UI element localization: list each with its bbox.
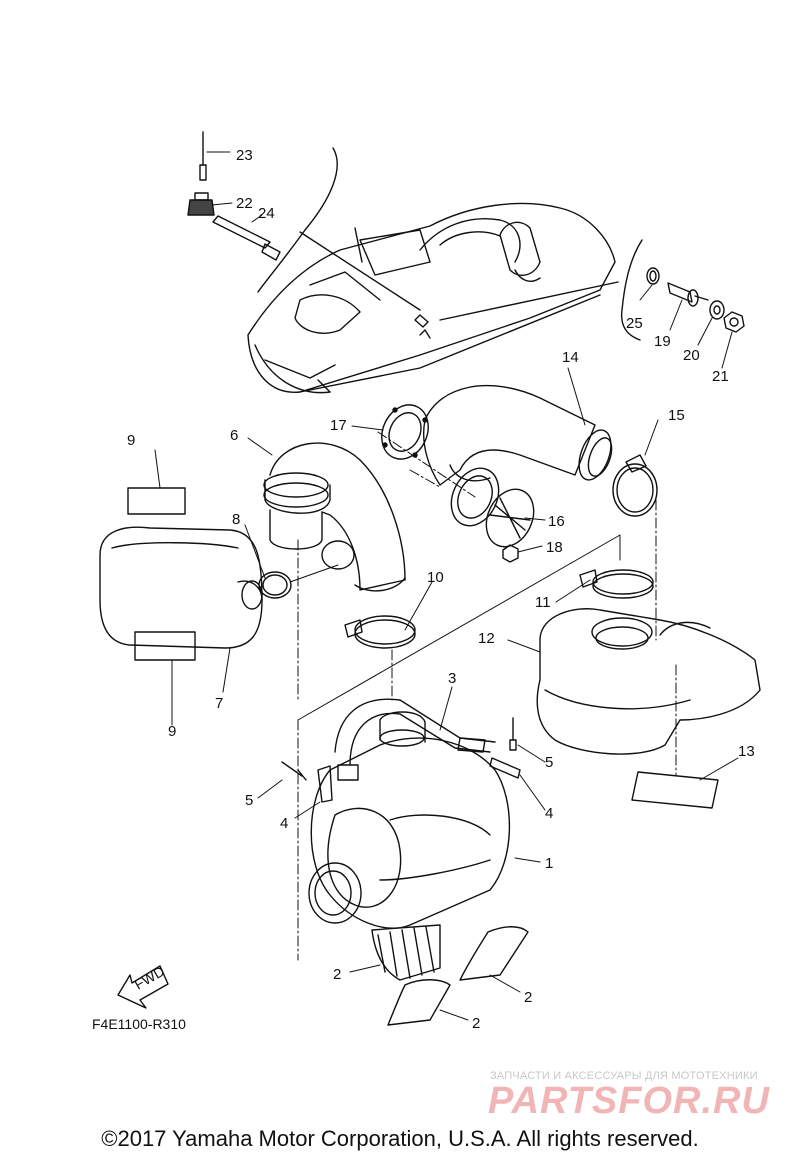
part-1-silencer xyxy=(308,711,511,929)
callout: 25 xyxy=(626,315,643,332)
part-4-bracket-left xyxy=(317,765,333,803)
callout: 14 xyxy=(562,349,579,366)
leader-line xyxy=(299,231,421,311)
part-15-clamp xyxy=(612,454,658,517)
part-21-nut xyxy=(723,311,745,333)
callout: 12 xyxy=(478,630,495,647)
part-3-strap xyxy=(334,698,496,781)
part-23-rivet xyxy=(199,131,207,181)
callout: 17 xyxy=(330,417,347,434)
callout: 21 xyxy=(712,368,729,385)
callout: 3 xyxy=(448,670,456,687)
part-5-rivet-left xyxy=(281,761,307,781)
callout: 5 xyxy=(245,792,253,809)
callout: 6 xyxy=(230,427,238,444)
leader-line xyxy=(439,281,619,321)
part-11-clamp xyxy=(579,569,654,599)
callout: 18 xyxy=(546,539,563,556)
watermark-tagline: ЗАПЧАСТИ И АКСЕССУАРЫ ДЛЯ МОТОТЕХНИКИ xyxy=(490,1070,758,1082)
part-7-resonator xyxy=(99,526,263,649)
part-4-bracket-right xyxy=(489,757,521,779)
callout: 16 xyxy=(548,513,565,530)
callout: 19 xyxy=(654,333,671,350)
part-19-nipple xyxy=(667,282,709,307)
part-2-pad-a-ribs xyxy=(377,926,435,979)
callout: 15 xyxy=(668,407,685,424)
part-9-pad-upper xyxy=(127,487,186,515)
part-10-clamp xyxy=(344,615,416,649)
callout: 2 xyxy=(472,1015,480,1032)
callout: 1 xyxy=(545,855,553,872)
assembly-guides xyxy=(297,431,677,961)
callout: 20 xyxy=(683,347,700,364)
callout: 9 xyxy=(168,723,176,740)
part-6-elbow-duct xyxy=(263,442,406,592)
copyright-notice: ©2017 Yamaha Motor Corporation, U.S.A. A… xyxy=(101,1126,699,1151)
callout: 2 xyxy=(333,966,341,983)
part-25-clamp xyxy=(646,267,660,285)
part-2-pad-b xyxy=(459,926,529,981)
watercraft-illustration xyxy=(247,202,616,394)
fwd-arrow-icon xyxy=(117,965,169,1009)
part-24-cable-tie xyxy=(212,215,281,261)
callout: 4 xyxy=(545,805,553,822)
callout: 13 xyxy=(738,743,755,760)
part-16-screen xyxy=(485,488,535,548)
guide-lines xyxy=(297,534,621,721)
part-5-rivet-right xyxy=(509,717,517,751)
part-12-water-box xyxy=(536,608,761,755)
part-9-pad-lower xyxy=(134,631,196,661)
callout: 11 xyxy=(535,594,551,611)
part-20-washer xyxy=(709,300,725,320)
gasket-ring xyxy=(450,467,500,527)
part-13-pad xyxy=(631,771,719,809)
part-14-duct xyxy=(423,384,613,486)
callout-leaders xyxy=(154,151,739,1021)
callout: 24 xyxy=(258,205,275,222)
callout: 7 xyxy=(215,695,223,712)
diagram-code: F4E1100-R310 xyxy=(92,1016,186,1032)
watermark-logo: PARTSFOR.RU xyxy=(488,1080,770,1122)
gasket-ring-inner xyxy=(457,475,493,519)
callout: 8 xyxy=(232,511,240,528)
callout: 9 xyxy=(127,432,135,449)
part-2-pad-c xyxy=(387,979,451,1026)
callout: 10 xyxy=(427,569,444,586)
callout: 4 xyxy=(280,815,288,832)
bracket-right xyxy=(620,239,643,341)
callout: 2 xyxy=(524,989,532,1006)
callout: 23 xyxy=(236,147,253,164)
part-17-flange xyxy=(381,404,429,460)
callout: 22 xyxy=(236,195,253,212)
part-18-nut xyxy=(502,544,519,563)
callout: 5 xyxy=(545,754,553,771)
callout-labels: 23 22 24 25 19 20 21 14 15 17 16 18 6 9 … xyxy=(127,147,755,1032)
part-22-clip xyxy=(187,192,215,216)
bracket-left xyxy=(257,147,338,293)
